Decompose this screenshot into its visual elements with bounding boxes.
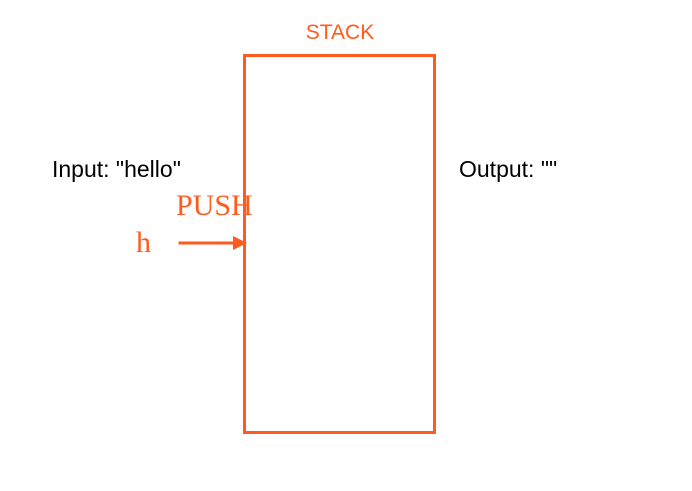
push-operation-label: PUSH bbox=[176, 189, 253, 222]
input-label: Input: "hello" bbox=[52, 156, 181, 182]
stack-container bbox=[243, 54, 436, 434]
arrow-right-icon bbox=[178, 236, 247, 250]
current-character: h bbox=[136, 226, 151, 259]
stack-title: STACK bbox=[305, 21, 375, 44]
output-label: Output: "" bbox=[459, 156, 558, 182]
